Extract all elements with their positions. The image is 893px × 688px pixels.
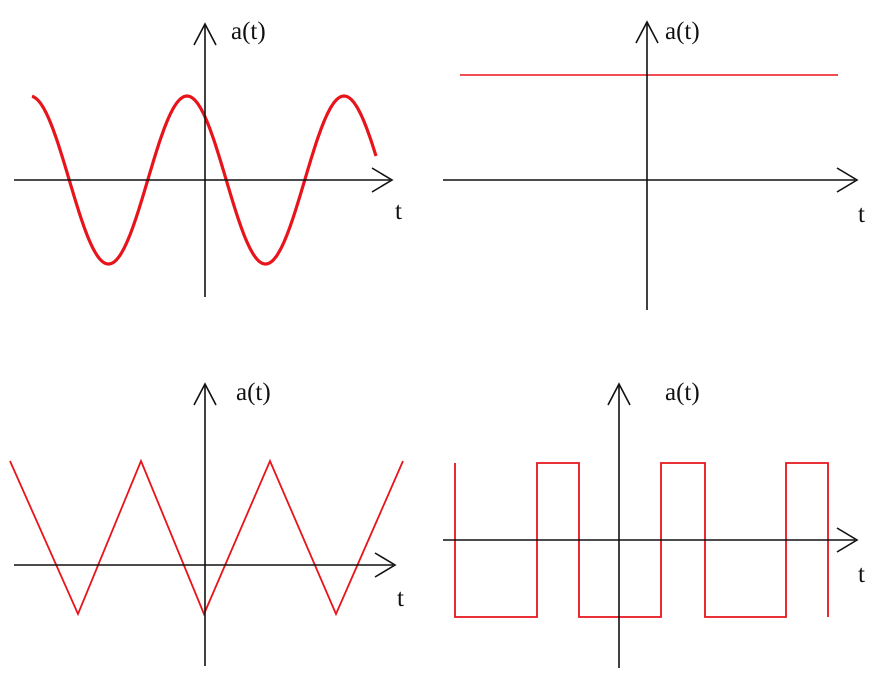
- triangle-y-axis-arrow: [193, 382, 217, 406]
- square-x-axis-label: t: [858, 561, 865, 588]
- sine-y-axis-label: a(t): [231, 18, 266, 45]
- constant-y-axis-label: a(t): [665, 18, 700, 45]
- sine-panel: a(t) t: [14, 18, 402, 297]
- triangle-panel: a(t) t: [9, 379, 404, 666]
- triangle-wave-line: [9, 458, 404, 617]
- sine-y-axis-arrow: [193, 22, 217, 46]
- constant-panel: a(t) t: [443, 18, 865, 310]
- square-y-axis-arrow: [607, 382, 631, 406]
- triangle-x-axis-label: t: [397, 585, 404, 612]
- square-x-axis-arrow: [836, 527, 859, 553]
- sine-x-axis-arrow: [371, 167, 394, 193]
- sine-wave-curve: [31, 94, 378, 266]
- triangle-y-axis-label: a(t): [236, 379, 271, 406]
- sine-x-axis-label: t: [395, 198, 402, 225]
- triangle-x-axis-arrow: [374, 552, 397, 578]
- square-y-axis-label: a(t): [665, 379, 700, 406]
- constant-x-axis-arrow: [836, 167, 859, 193]
- square-panel: a(t) t: [443, 379, 865, 668]
- constant-y-axis-arrow: [635, 20, 659, 44]
- constant-x-axis-label: t: [858, 201, 865, 228]
